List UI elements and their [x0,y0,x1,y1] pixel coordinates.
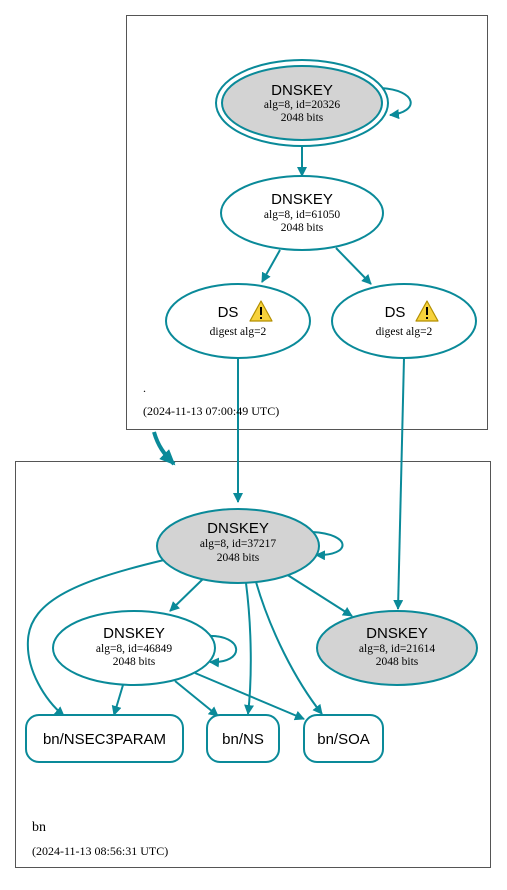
node-title: DNSKEY [271,191,333,208]
node-title: DNSKEY [207,520,269,537]
zone-bn-box [15,461,491,868]
node-rr-nsec3param: bn/NSEC3PARAM [25,714,184,763]
edge-root-zsk-to-ds1 [261,249,281,283]
zone-bn-timestamp: (2024-11-13 08:56:31 UTC) [32,844,168,858]
node-detail: 2048 bits [376,656,419,668]
zone-root-timestamp: (2024-11-13 07:00:49 UTC) [143,404,279,418]
node-rr-ns: bn/NS [206,714,280,763]
edge-ds2-to-bn-ksk-21614 [393,357,405,610]
node-detail: alg=8, id=37217 [200,538,276,550]
edge-bn-ksk-37217-to-ksk-21614 [285,573,353,617]
edge-bn-zsk-46849-to-nsec3param [111,684,124,716]
node-detail: 2048 bits [113,656,156,668]
node-detail: digest alg=2 [376,326,433,338]
node-ds-1: DS digest alg=2 [165,283,311,359]
edge-bn-ksk-37217-to-ns [244,582,255,715]
node-bn-ksk-21614: DNSKEY alg=8, id=21614 2048 bits [316,610,478,686]
warning-icon [415,300,439,322]
node-title: DS [218,304,239,321]
node-title: DNSKEY [103,625,165,642]
node-title: DNSKEY [366,625,428,642]
warning-icon [249,300,273,322]
node-ds-2: DS digest alg=2 [331,283,477,359]
edge-bn-ksk-37217-to-soa [255,581,323,715]
node-detail: 2048 bits [281,112,324,124]
node-title: DNSKEY [271,82,333,99]
edge-bn-ksk-37217-self [311,531,344,561]
edge-bn-ksk-37217-to-nsec3param [26,559,165,717]
edge-zone-delegation [152,431,176,466]
edges [26,87,412,721]
edge-bn-zsk-46849-to-soa [194,672,305,721]
zone-bn-name: bn [32,820,46,835]
zone-root-box [126,15,488,430]
node-title: bn/NS [222,731,264,748]
node-detail: 2048 bits [217,552,260,564]
node-detail: digest alg=2 [210,326,267,338]
node-title: DS [385,304,406,321]
node-detail: 2048 bits [281,222,324,234]
node-title: bn/NSEC3PARAM [43,731,166,748]
node-detail: alg=8, id=20326 [264,99,340,111]
zone-root-name: . [143,381,146,395]
node-rr-soa: bn/SOA [303,714,384,763]
node-detail: alg=8, id=61050 [264,209,340,221]
node-root-ksk: DNSKEY alg=8, id=20326 2048 bits [215,59,389,147]
node-detail: alg=8, id=21614 [359,643,435,655]
node-detail: alg=8, id=46849 [96,643,172,655]
node-bn-zsk-46849: DNSKEY alg=8, id=46849 2048 bits [52,610,216,686]
node-bn-ksk-37217: DNSKEY alg=8, id=37217 2048 bits [156,508,320,584]
node-root-zsk: DNSKEY alg=8, id=61050 2048 bits [220,175,384,251]
node-title: bn/SOA [317,731,370,748]
edge-root-ksk-self [379,87,412,120]
edge-bn-zsk-46849-to-ns [174,680,219,717]
edge-bn-zsk-46849-self [205,634,238,668]
edge-root-zsk-to-ds2 [335,247,372,285]
edge-bn-ksk-37217-to-zsk-46849 [169,576,206,612]
